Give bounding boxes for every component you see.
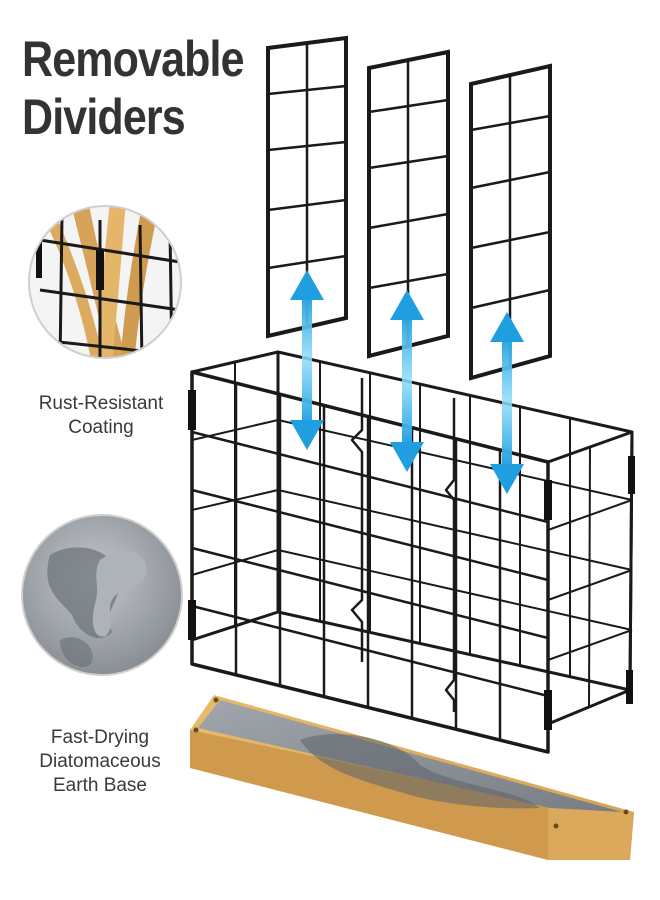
feature-caption-line: Earth Base xyxy=(53,775,147,796)
up-down-arrow-icon xyxy=(390,290,424,472)
feature-caption-fast-drying: Fast-Drying Diatomaceous Earth Base xyxy=(14,726,186,798)
coating-closeup-image xyxy=(28,205,182,359)
feature-caption-line: Diatomaceous xyxy=(39,751,161,772)
feature-caption-line: Rust-Resistant xyxy=(38,393,164,414)
headline-line-1: Removable xyxy=(22,31,245,87)
up-down-arrow-icon xyxy=(490,312,524,494)
wire-basket xyxy=(188,350,635,754)
headline-line-2: Dividers xyxy=(22,89,186,145)
bamboo-base xyxy=(190,695,634,860)
feature-caption-rust-resistant: Rust-Resistant Coating xyxy=(20,392,182,440)
feature-caption-line: Coating xyxy=(68,417,134,438)
base-closeup-image xyxy=(21,514,183,676)
up-down-arrow-icon xyxy=(290,270,324,450)
headline: Removable Dividers xyxy=(22,30,245,146)
feature-caption-line: Fast-Drying xyxy=(50,727,150,748)
